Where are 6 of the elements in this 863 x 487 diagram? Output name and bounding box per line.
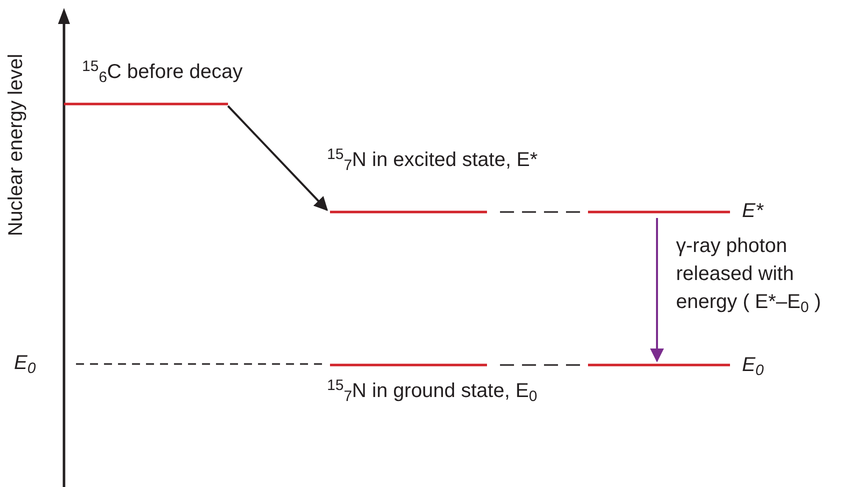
energy-symbol: E* <box>742 199 764 224</box>
energy-symbol: E$_{0}$ <box>14 351 36 378</box>
axis-label: Nuclear energy level <box>4 52 28 238</box>
arrow <box>227 105 328 212</box>
energy-symbol: E$_{0}$ <box>742 353 764 380</box>
arrow <box>650 218 664 362</box>
